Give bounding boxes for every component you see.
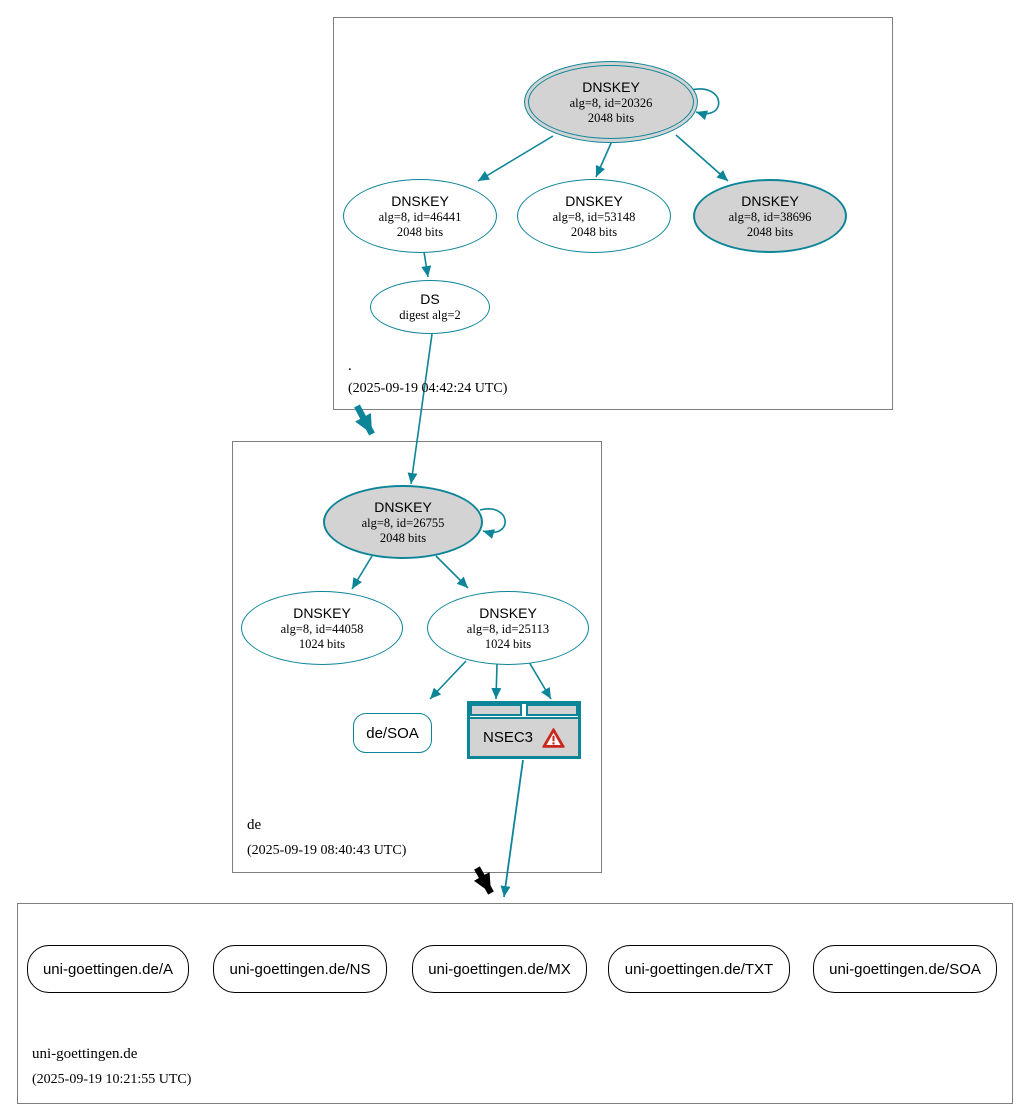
zone-timestamp-root: (2025-09-19 04:42:24 UTC): [348, 381, 508, 396]
rrset-node-a[interactable]: uni-goettingen.de/A: [27, 945, 189, 993]
node-detail: alg=8, id=38696: [728, 209, 812, 224]
node-size: 2048 bits: [570, 224, 618, 239]
node-title: DS: [420, 291, 440, 307]
node-size: 1024 bits: [298, 636, 346, 651]
rrset-label: uni-goettingen.de/TXT: [624, 960, 774, 978]
node-title: DNSKEY: [391, 192, 449, 209]
node-size: 2048 bits: [379, 530, 427, 545]
zone-timestamp-de: (2025-09-19 08:40:43 UTC): [247, 843, 407, 858]
node-title: DNSKEY: [741, 192, 799, 209]
node-title: DNSKEY: [565, 192, 623, 209]
node-detail: alg=8, id=26755: [361, 515, 445, 530]
node-title: DNSKEY: [374, 498, 432, 515]
node-size: 2048 bits: [587, 110, 635, 125]
node-size: 1024 bits: [484, 636, 532, 651]
zone-box-root: [333, 17, 893, 410]
dnskey-node-53148[interactable]: DNSKEY alg=8, id=53148 2048 bits: [517, 179, 671, 253]
node-detail: digest alg=2: [399, 308, 461, 322]
rrset-node-txt[interactable]: uni-goettingen.de/TXT: [608, 945, 790, 993]
dnskey-node-26755[interactable]: DNSKEY alg=8, id=26755 2048 bits: [323, 485, 483, 559]
rrset-node-ns[interactable]: uni-goettingen.de/NS: [213, 945, 387, 993]
nsec3-label: NSEC3: [482, 729, 534, 746]
edge-secure-delegation-root-to-de: [354, 404, 375, 436]
ds-node[interactable]: DS digest alg=2: [370, 280, 490, 334]
nsec3-cell-left: [470, 704, 522, 716]
node-title: DNSKEY: [293, 604, 351, 621]
zone-name-uni-goettingen-de: uni-goettingen.de: [32, 1046, 138, 1062]
dnskey-node-46441[interactable]: DNSKEY alg=8, id=46441 2048 bits: [343, 179, 497, 253]
nsec3-header-cells: [470, 704, 578, 716]
dnskey-node-44058[interactable]: DNSKEY alg=8, id=44058 1024 bits: [241, 591, 403, 665]
dnskey-node-20326[interactable]: DNSKEY alg=8, id=20326 2048 bits: [524, 61, 698, 143]
warning-icon: [542, 727, 565, 748]
rrset-label: uni-goettingen.de/MX: [428, 960, 571, 978]
node-detail: alg=8, id=46441: [378, 209, 462, 224]
rrset-node-mx[interactable]: uni-goettingen.de/MX: [412, 945, 587, 993]
node-size: 2048 bits: [746, 224, 794, 239]
node-detail: alg=8, id=44058: [280, 621, 364, 636]
zone-timestamp-uni-goettingen-de: (2025-09-19 10:21:55 UTC): [32, 1072, 192, 1087]
dnskey-node-38696[interactable]: DNSKEY alg=8, id=38696 2048 bits: [693, 179, 847, 253]
rrset-label: uni-goettingen.de/A: [42, 960, 174, 978]
dnskey-node-25113[interactable]: DNSKEY alg=8, id=25113 1024 bits: [427, 591, 589, 665]
rrset-label: uni-goettingen.de/NS: [229, 960, 371, 978]
node-detail: alg=8, id=53148: [552, 209, 636, 224]
nsec3-cell-right: [526, 704, 578, 716]
nsec3-body: NSEC3: [470, 717, 578, 756]
node-size: 2048 bits: [396, 224, 444, 239]
rrset-label: uni-goettingen.de/SOA: [829, 960, 981, 978]
nsec3-node[interactable]: NSEC3: [467, 701, 581, 759]
zone-name-root: .: [348, 358, 352, 374]
node-title: DNSKEY: [479, 604, 537, 621]
rrset-node-de-soa[interactable]: de/SOA: [353, 713, 432, 753]
zone-name-de: de: [247, 817, 262, 833]
node-detail: alg=8, id=20326: [569, 95, 653, 110]
node-title: DNSKEY: [582, 78, 640, 95]
rrset-label: de/SOA: [366, 724, 419, 742]
rrset-node-soa[interactable]: uni-goettingen.de/SOA: [813, 945, 997, 993]
node-detail: alg=8, id=25113: [466, 621, 550, 636]
zone-box-uni-goettingen-de: [17, 903, 1013, 1104]
